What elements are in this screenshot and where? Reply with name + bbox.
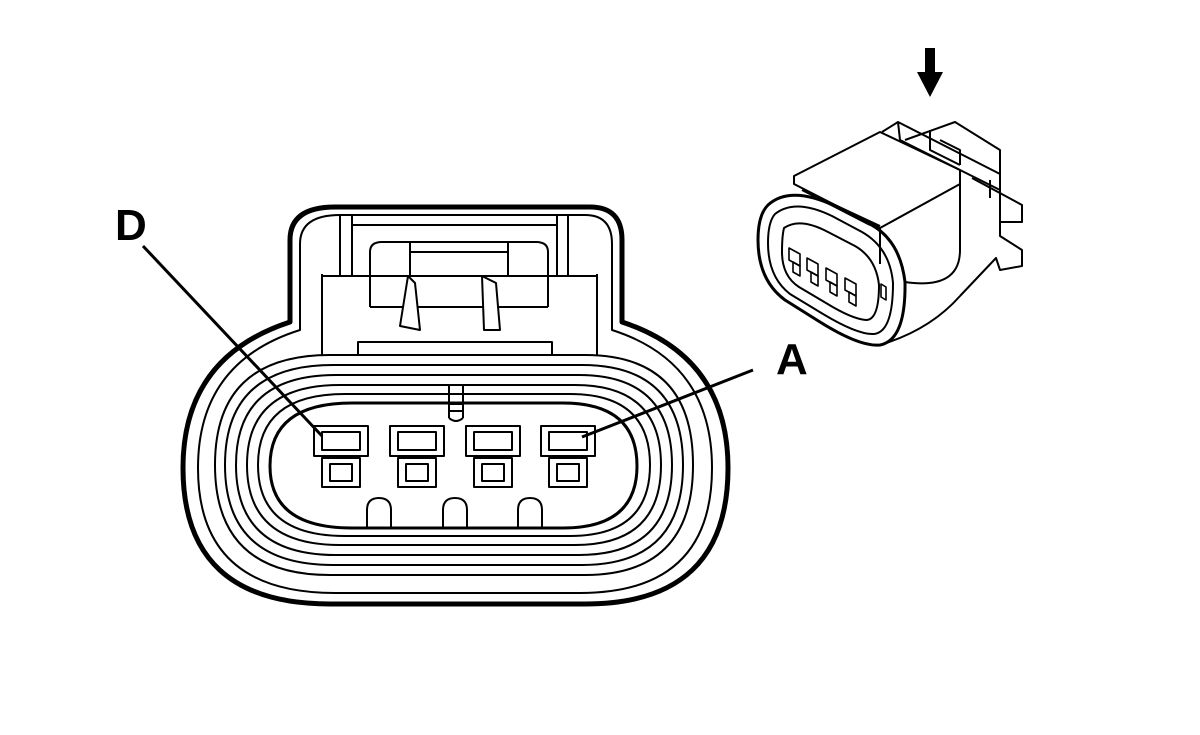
arrow-down-icon: [917, 48, 943, 97]
connector-face-view: [180, 204, 731, 607]
leader-line-a: [581, 368, 754, 439]
terminal-cavities: [313, 425, 596, 488]
locating-posts: [366, 497, 543, 528]
seal-rings: [214, 354, 694, 576]
keying-rib: [448, 385, 464, 422]
leader-line-d: [141, 244, 324, 438]
leader-lines: [141, 244, 754, 439]
terminal-cavity-c: [389, 425, 445, 488]
mating-face: [268, 401, 639, 530]
housing-outline: [180, 204, 731, 607]
isometric-cavities: [788, 247, 887, 307]
terminal-cavity-b: [465, 425, 521, 488]
connector-isometric-view: [756, 121, 1023, 347]
terminal-cavity-d: [313, 425, 369, 488]
housing-inner-outline: [197, 214, 713, 594]
terminal-cavity-a: [540, 425, 596, 488]
pin-label-a: A: [776, 335, 808, 384]
pin-label-d: D: [115, 201, 147, 250]
latch-frame: [321, 215, 598, 356]
